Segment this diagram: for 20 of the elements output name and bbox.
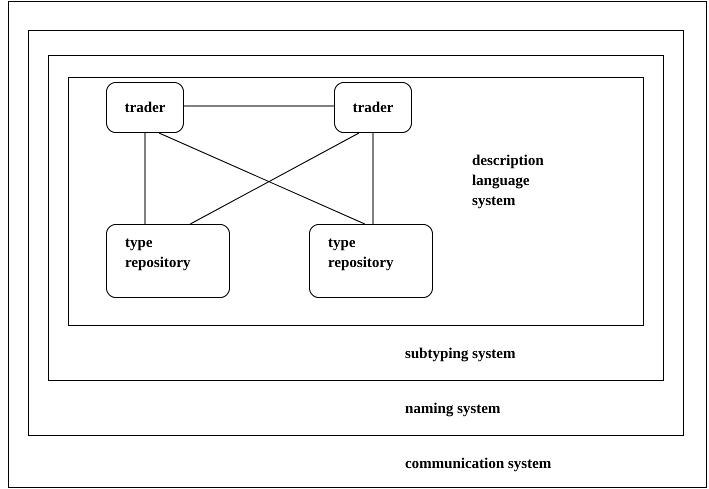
- connector-line: [144, 132, 146, 224]
- component-box: [309, 224, 433, 298]
- system-boundary: [48, 55, 664, 381]
- connector-line: [372, 132, 374, 224]
- system-boundary: [68, 77, 644, 326]
- connector-line: [190, 132, 360, 224]
- node-label: trader: [352, 98, 394, 118]
- system-boundary: [8, 1, 707, 488]
- node-label: type repository: [328, 234, 395, 273]
- component-box: [106, 82, 184, 133]
- component-box: [106, 224, 230, 298]
- component-box: [334, 82, 412, 133]
- connector-line: [158, 132, 366, 224]
- node-label: subtyping system: [405, 345, 516, 364]
- node-label: description language system: [472, 152, 545, 211]
- node-label: type repository: [125, 234, 192, 273]
- node-label: trader: [124, 98, 166, 118]
- node-label: naming system: [405, 400, 502, 419]
- node-label: communication system: [405, 455, 552, 474]
- system-boundary: [28, 30, 684, 436]
